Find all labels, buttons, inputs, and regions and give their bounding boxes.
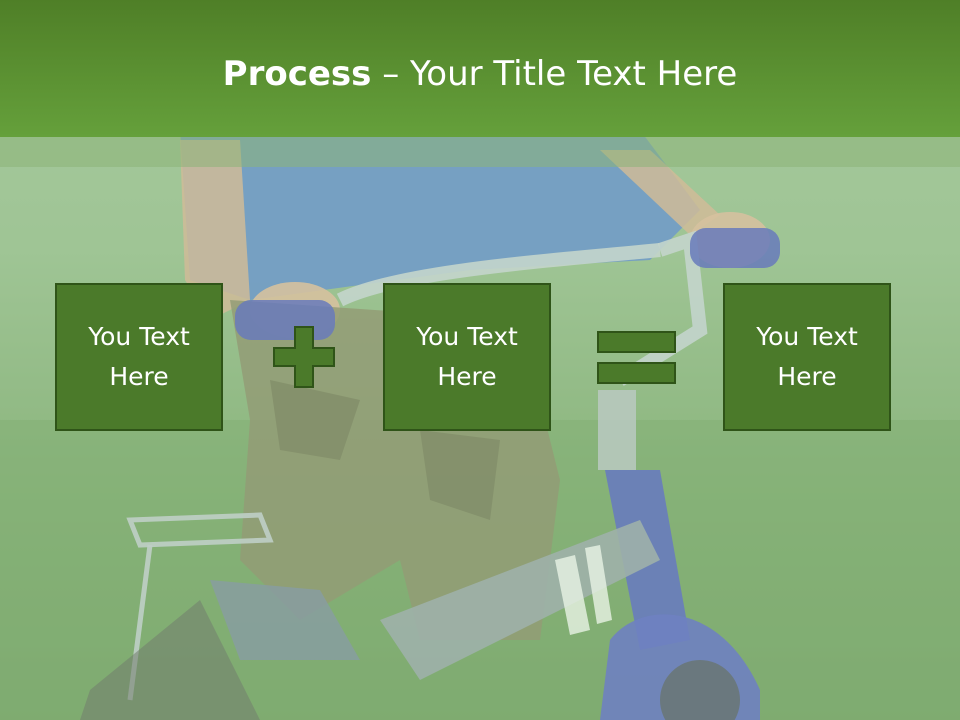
plus-icon (273, 326, 335, 388)
text-box-3-label: You Text Here (756, 322, 858, 391)
title-band (0, 137, 960, 167)
title-bar (0, 0, 960, 137)
slide-title-bold: Process (222, 54, 372, 94)
text-box-1-label: You Text Here (88, 322, 190, 391)
equals-icon (597, 331, 676, 384)
text-box-2-label: You Text Here (416, 322, 518, 391)
text-box-1: You Text Here (55, 283, 223, 431)
slide-title-dash: – (371, 54, 411, 94)
slide-title-rest: Your Title Text Here (410, 54, 738, 94)
text-box-2: You Text Here (383, 283, 551, 431)
slide-title: Process – Your Title Text Here (0, 52, 960, 96)
text-box-3: You Text Here (723, 283, 891, 431)
